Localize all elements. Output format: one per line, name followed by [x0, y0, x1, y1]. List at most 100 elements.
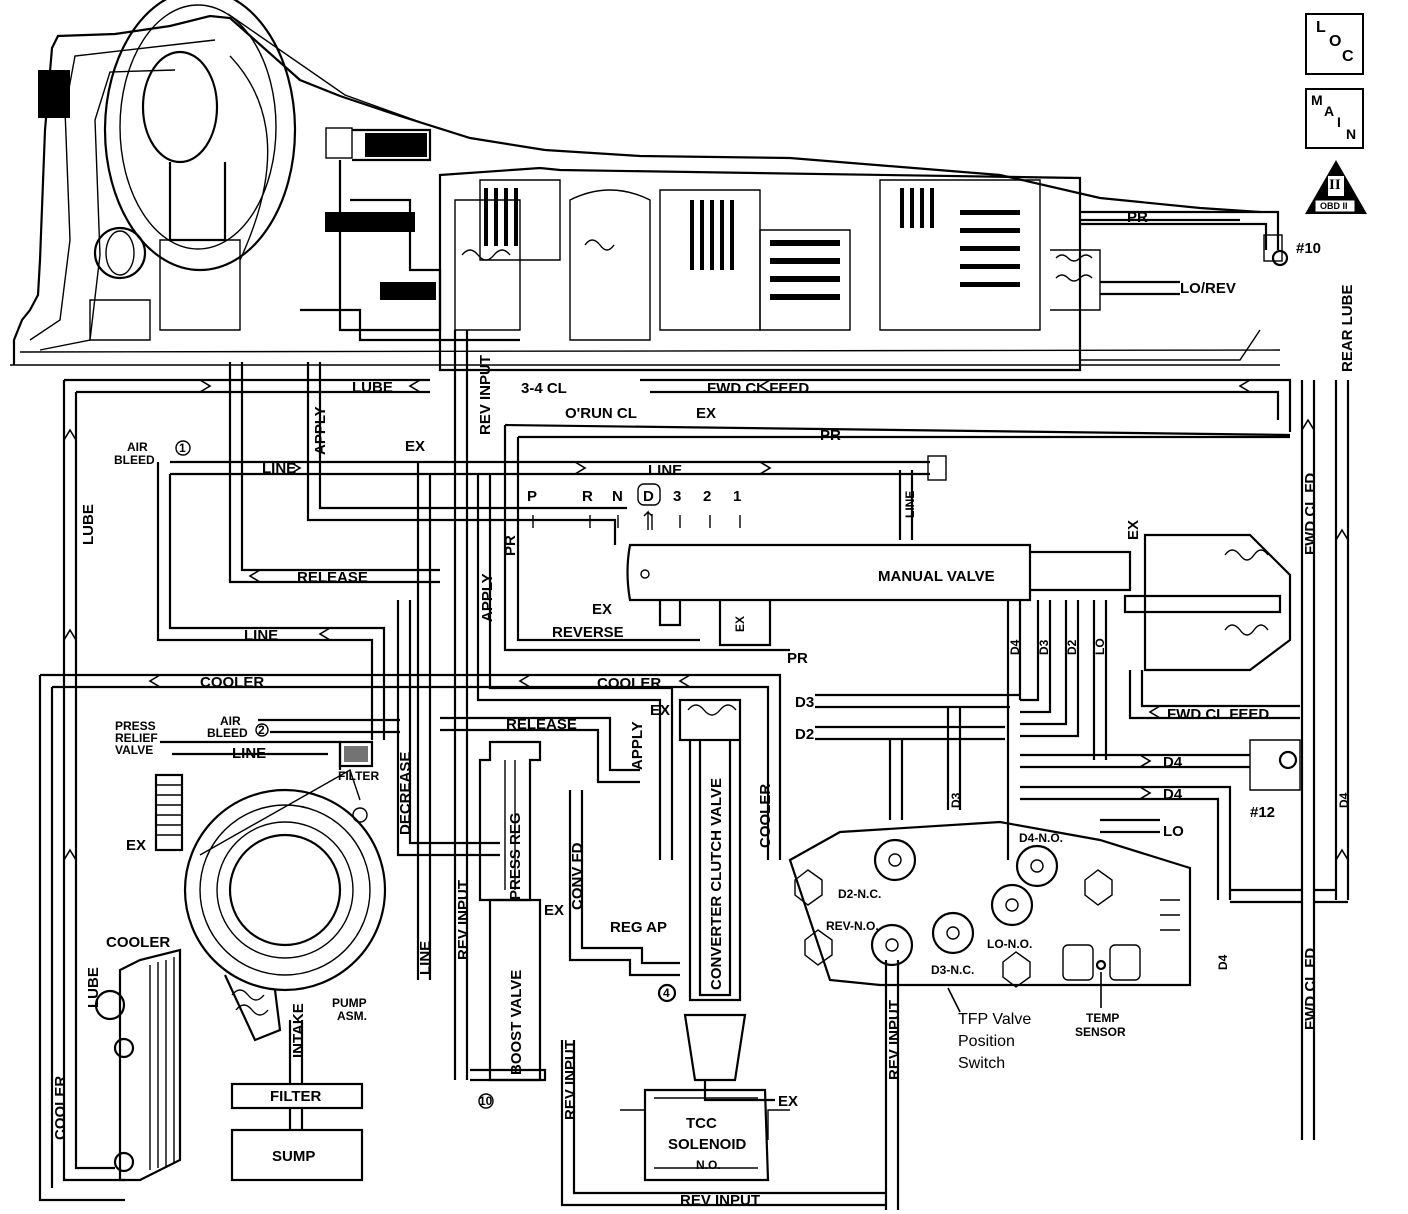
label-cooler-vert-left: COOLER — [52, 1076, 69, 1140]
label-pr-mid: PR — [820, 427, 841, 444]
label-lo-rev: LO/REV — [1180, 280, 1236, 297]
label-air-bleed-low-1: AIR — [220, 714, 241, 728]
label-tfp-switch-1: TFP Valve — [958, 1011, 1031, 1028]
converter-clutch-valve — [657, 698, 747, 1082]
label-line-vert: LINE — [903, 491, 917, 518]
label-d4-a: D4 — [1163, 754, 1183, 771]
label-tfp-switch-2: Position — [958, 1033, 1015, 1050]
transmission-case — [10, 0, 1281, 372]
label-d2-line: D2 — [795, 726, 814, 743]
loc-letter-o: O — [1329, 33, 1342, 50]
label-apply-vert: APPLY — [479, 573, 496, 622]
label-tfp-switch-3: Switch — [958, 1055, 1005, 1072]
label-check-2: 2 — [258, 723, 265, 737]
label-d3-vert: D3 — [949, 792, 963, 808]
label-d4-far-right: D4 — [1337, 792, 1351, 808]
main-letter-i: I — [1337, 114, 1341, 130]
selected-gear-pointer-icon — [643, 510, 653, 530]
sump-box — [230, 1128, 364, 1182]
label-ex-manual: EX — [592, 601, 612, 618]
label-press-relief-1: PRESS — [115, 719, 156, 733]
label-converter-clutch-valve: CONVERTER CLUTCH VALVE — [708, 778, 725, 990]
label-ex-small: EX — [733, 616, 747, 632]
pump-assembly — [154, 723, 387, 1042]
label-port-lo: LO — [1093, 638, 1107, 655]
label-line-pump: LINE — [232, 745, 266, 762]
obd-ii-badge[interactable]: II OBD II — [1303, 158, 1369, 216]
label-fwd-cl-fd-low: FWD CL FD — [1302, 948, 1319, 1030]
obd-label: OBD II — [1320, 201, 1348, 211]
main-button[interactable]: M A I N — [1305, 88, 1364, 149]
label-tcc-solenoid-1: TCC — [686, 1115, 717, 1132]
label-sump: SUMP — [272, 1148, 315, 1165]
gear-d-selected-box — [637, 483, 661, 506]
label-rev-input-boost: REV INPUT — [562, 1040, 579, 1120]
label-port-d2: D2 — [1065, 639, 1079, 655]
label-release-mid: RELEASE — [506, 716, 577, 733]
label-fwd-cl-feed-top: FWD CL FEED — [707, 380, 809, 397]
label-ex-right: EX — [1125, 520, 1142, 540]
gear-3[interactable]: 3 — [673, 488, 681, 505]
label-intake: INTAKE — [290, 1003, 307, 1058]
label-d2-nc: D2-N.C. — [838, 887, 881, 901]
label-d4-no: D4-N.O. — [1019, 831, 1063, 845]
label-cooler-ccv: COOLER — [757, 784, 774, 848]
flow-arrows — [63, 379, 1349, 861]
label-pr-low: PR — [787, 650, 808, 667]
label-orun-cl: O'RUN CL — [565, 405, 637, 422]
label-pr-vert: PR — [502, 535, 519, 556]
label-ex-press: EX — [544, 902, 564, 919]
label-fwd-cl-fd-vert: FWD CL FD — [1302, 473, 1319, 555]
label-d3-line: D3 — [795, 694, 814, 711]
label-ex-ccv: EX — [650, 702, 670, 719]
gear-2[interactable]: 2 — [703, 488, 711, 505]
label-press-relief-2: RELIEF — [115, 731, 158, 745]
filter-box — [230, 1082, 364, 1110]
label-rev-input-tfp: REV INPUT — [886, 1000, 903, 1080]
main-letter-a: A — [1324, 103, 1335, 119]
manual-valve — [626, 533, 1292, 672]
gear-n[interactable]: N — [612, 488, 623, 505]
gear-r[interactable]: R — [582, 488, 593, 505]
label-rev-input-left: REV INPUT — [455, 880, 472, 960]
label-rear-lube: REAR LUBE — [1339, 284, 1356, 372]
label-port-d4: D4 — [1008, 639, 1022, 655]
label-check-10: #10 — [1296, 240, 1321, 257]
label-rev-no: REV-N.O. — [826, 919, 879, 933]
loc-button[interactable]: L O C — [1305, 13, 1364, 75]
label-pump-asm-1: PUMP — [332, 996, 367, 1010]
loc-letter-c: C — [1342, 48, 1354, 65]
label-check-10b: 10 — [479, 1094, 493, 1108]
label-decrease: DECREASE — [397, 752, 414, 835]
label-no: N.O. — [696, 1158, 721, 1172]
hydraulic-passages — [38, 210, 1350, 1210]
label-press-reg: PRESS REG — [507, 812, 524, 900]
label-apply-top: APPLY — [312, 406, 329, 455]
gear-d[interactable]: D — [643, 488, 654, 505]
label-fwd-cl-feed-right: FWD CL FEED — [1167, 706, 1269, 723]
label-reg-ap: REG AP — [610, 919, 667, 936]
label-rev-input-bottom: REV INPUT — [680, 1192, 760, 1209]
label-air-bleed-top-2: BLEED — [114, 453, 155, 467]
label-d3-nc: D3-N.C. — [931, 963, 974, 977]
label-reverse: REVERSE — [552, 624, 624, 641]
label-ex-top: EX — [405, 438, 425, 455]
label-lube-vert: LUBE — [80, 504, 97, 545]
label-cooler-left: COOLER — [200, 674, 264, 691]
label-d4-b: D4 — [1163, 786, 1183, 803]
loc-letter-l: L — [1316, 19, 1326, 36]
label-check-12: #12 — [1250, 804, 1275, 821]
label-line-vert-low: LINE — [417, 941, 434, 975]
tcc-solenoid — [620, 1080, 790, 1182]
obd-warning-triangle-icon — [1305, 160, 1367, 214]
gear-p[interactable]: P — [527, 488, 537, 505]
gear-1[interactable]: 1 — [733, 488, 741, 505]
cooler-assembly — [94, 948, 182, 1182]
label-boost-valve: BOOST VALVE — [508, 970, 525, 1075]
label-lo-right: LO — [1163, 823, 1184, 840]
label-apply-mid: APPLY — [629, 721, 646, 770]
label-manual-valve: MANUAL VALVE — [878, 568, 995, 585]
label-d4-vert-right: D4 — [1216, 954, 1230, 970]
label-pump-asm-2: ASM. — [337, 1009, 367, 1023]
